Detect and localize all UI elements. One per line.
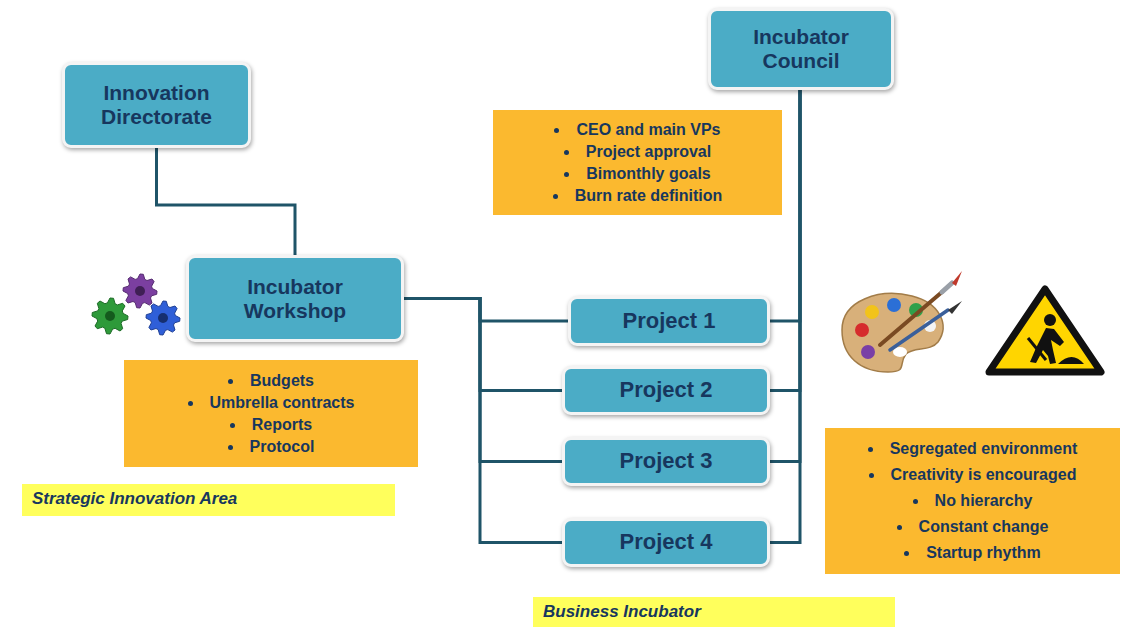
gear-hub (135, 286, 145, 296)
worker-head (1044, 314, 1056, 326)
roadwork-sign (989, 289, 1101, 372)
connectors (157, 90, 801, 543)
bullet-item: Project approval (553, 141, 723, 163)
notes-box: BudgetsUmbrella contractsReportsProtocol (124, 360, 418, 467)
paint-blob (865, 305, 879, 319)
paint-blob (861, 345, 875, 359)
bullet-item: CEO and main VPs (553, 119, 723, 141)
project-box: Project 3 (562, 437, 770, 486)
bullet-item: Protocol (188, 436, 355, 458)
connector-line (404, 299, 562, 391)
project-title: Project 1 (623, 309, 716, 334)
bullet-item: Burn rate definition (553, 185, 723, 207)
unit-box: Incubator Council (708, 8, 894, 90)
unit-title: Incubator Council (725, 25, 877, 72)
bullet-list: BudgetsUmbrella contractsReportsProtocol (188, 370, 355, 458)
bullet-list: Segregated environmentCreativity is enco… (868, 436, 1078, 566)
unit-box: Incubator Workshop (186, 255, 404, 342)
sign-triangle (989, 289, 1101, 372)
gear-hub (105, 311, 115, 321)
worker-shovel (1028, 338, 1046, 360)
bullet-item: Budgets (188, 370, 355, 392)
brush-tip (948, 301, 962, 314)
area-band: Business Incubator Project 1 Project 2 Proj… (520, 262, 1125, 628)
dirt-mound (1058, 357, 1084, 364)
project-title: Project 2 (620, 378, 713, 403)
unit-box: Innovation Directorate (62, 62, 251, 148)
bullet-item: Creativity is encouraged (868, 462, 1078, 488)
notes-box: Segregated environmentCreativity is enco… (825, 428, 1120, 574)
project-box: Project 1 (568, 296, 770, 346)
connector-line (404, 299, 568, 322)
project-title: Project 4 (620, 530, 713, 555)
unit-title: Innovation Directorate (79, 81, 234, 128)
area-band: Strategic Innovation Area Innovation Dire… (8, 38, 440, 522)
connector-line (157, 148, 296, 255)
brush-handle (890, 310, 948, 350)
bullet-item: Umbrella contracts (188, 392, 355, 414)
brush-tip (952, 271, 962, 286)
area-label: Strategic Innovation Area (22, 484, 395, 516)
bullet-item: Startup rhythm (868, 540, 1078, 566)
area-label: Business Incubator (533, 597, 895, 627)
gear-blue (146, 301, 180, 335)
brush-ferrule (942, 283, 952, 292)
notes-box: CEO and main VPsProject approvalBimonthl… (493, 110, 782, 215)
gear-hub (158, 313, 168, 323)
bullet-item: Segregated environment (868, 436, 1078, 462)
project-title: Project 3 (620, 449, 713, 474)
project-box: Project 2 (562, 366, 770, 415)
gear-green (92, 298, 128, 334)
bullet-item: No hierarchy (868, 488, 1078, 514)
bullet-item: Reports (188, 414, 355, 436)
gear-purple (123, 274, 157, 308)
project-box: Project 4 (562, 518, 770, 567)
unit-title: Incubator Workshop (203, 275, 387, 322)
gears-icon (92, 274, 180, 335)
bullet-list: CEO and main VPsProject approvalBimonthl… (553, 119, 723, 207)
bullet-item: Constant change (868, 514, 1078, 540)
bullet-item: Bimonthly goals (553, 163, 723, 185)
palette-icon (842, 271, 962, 372)
paint-blob (855, 323, 869, 337)
connector-line (404, 299, 562, 462)
connector-line (404, 299, 562, 543)
paint-blob (887, 298, 901, 312)
